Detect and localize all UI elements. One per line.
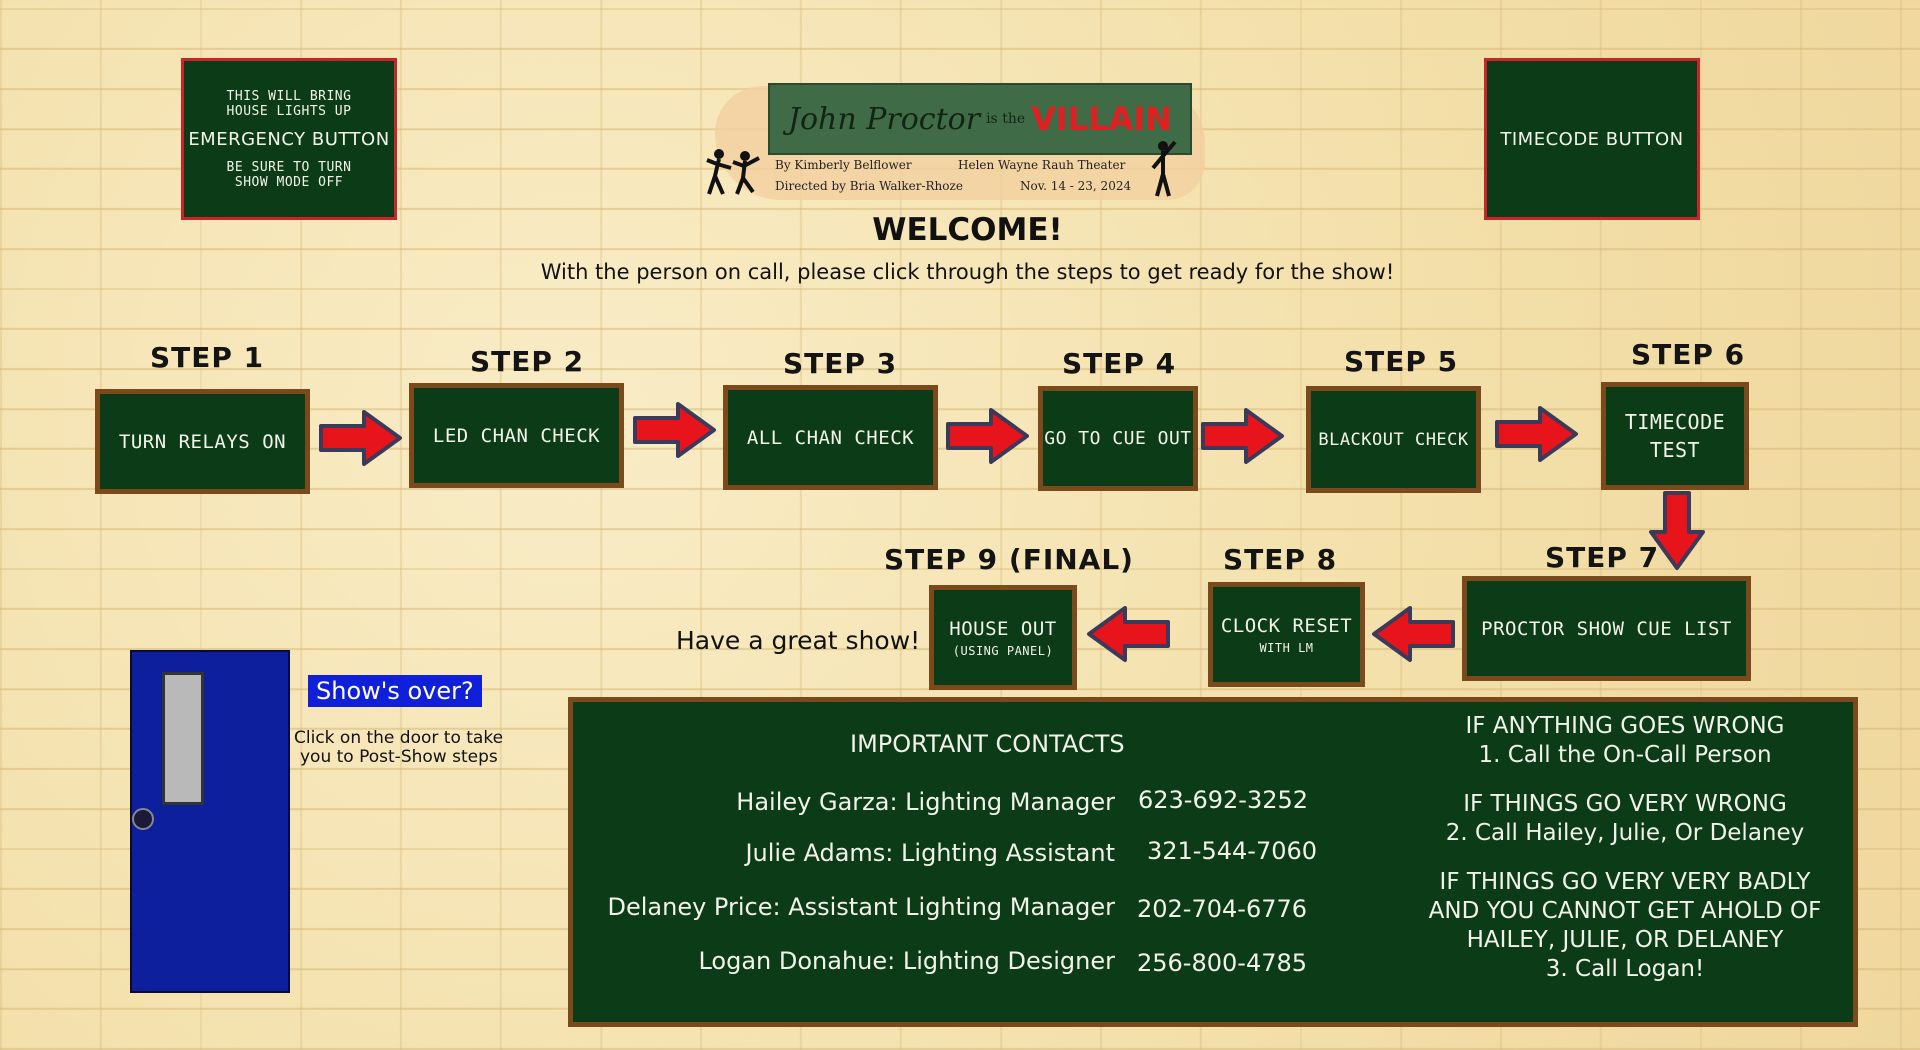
step-9-button-label: HOUSE OUT <box>949 617 1057 640</box>
arrow-down-icon <box>1649 491 1705 570</box>
step-8-button[interactable]: CLOCK RESET WITH LM <box>1208 582 1365 687</box>
arrow-left-icon <box>1372 606 1455 662</box>
welcome-title: WELCOME! <box>872 212 1063 248</box>
poster-banner: John Proctor is the VILLAIN <box>768 83 1192 155</box>
poster-title-a: John Proctor <box>787 101 981 137</box>
emergency-note-1: THIS WILL BRING <box>226 88 352 104</box>
door[interactable] <box>130 650 290 993</box>
timecode-button[interactable]: TIMECODE BUTTON <box>1484 58 1700 220</box>
step-2-button[interactable]: LED CHAN CHECK <box>409 383 624 488</box>
step-7-button[interactable]: PROCTOR SHOW CUE LIST <box>1462 576 1751 681</box>
door-knob <box>132 808 154 830</box>
poster-dates: Nov. 14 - 23, 2024 <box>1020 179 1132 193</box>
contact-phone-2: 321-544-7060 <box>1147 837 1318 865</box>
step-7-button-label: PROCTOR SHOW CUE LIST <box>1481 617 1732 640</box>
step-9-button-sub: (USING PANEL) <box>952 643 1054 658</box>
wrong3-action: 3. Call Logan! <box>1545 956 1705 982</box>
step-1-button[interactable]: TURN RELAYS ON <box>95 389 310 494</box>
arrow-right-icon <box>946 408 1029 464</box>
wrong3-title: IF THINGS GO VERY VERY BADLY <box>1439 869 1811 895</box>
shows-over-line-1: Click on the door to take <box>294 728 504 748</box>
poster-director: Directed by Bria Walker-Rhoze <box>775 179 963 193</box>
wrong1-action: 1. Call the On-Call Person <box>1478 742 1772 768</box>
step-9-label: STEP 9 (FINAL) <box>884 543 1134 576</box>
step-9-button[interactable]: HOUSE OUT (USING PANEL) <box>929 585 1077 690</box>
wrong1-title: IF ANYTHING GOES WRONG <box>1465 713 1785 739</box>
contact-phone-4: 256-800-4785 <box>1137 949 1308 977</box>
contacts-board: IMPORTANT CONTACTS Hailey Garza: Lightin… <box>568 697 1858 1027</box>
wrong2-title: IF THINGS GO VERY WRONG <box>1463 791 1787 817</box>
step-1-button-label: TURN RELAYS ON <box>118 430 287 453</box>
poster-venue: Helen Wayne Rauh Theater <box>958 158 1126 172</box>
step-8-button-sub: WITH LM <box>1259 640 1314 655</box>
poster-title-b: is the <box>986 111 1026 127</box>
contact-name-4: Logan Donahue: Lighting Designer <box>698 947 1115 975</box>
contact-name-1: Hailey Garza: Lighting Manager <box>736 788 1115 816</box>
timecode-button-label: TIMECODE BUTTON <box>1500 128 1684 150</box>
step-4-label: STEP 4 <box>1062 347 1177 380</box>
emergency-note-4: SHOW MODE OFF <box>234 174 344 190</box>
poster-silhouette-right <box>1151 140 1177 197</box>
contact-name-2: Julie Adams: Lighting Assistant <box>745 839 1115 867</box>
step-8-button-label: CLOCK RESET <box>1220 614 1353 637</box>
shows-over-badge: Show's over? <box>308 675 482 707</box>
step-3-label: STEP 3 <box>783 347 898 380</box>
step-3-button[interactable]: ALL CHAN CHECK <box>723 385 938 490</box>
step-8-label: STEP 8 <box>1223 543 1338 576</box>
arrow-right-icon <box>633 402 716 458</box>
shows-over-line-2: you to Post-Show steps <box>300 747 498 767</box>
wrong3-line-3: HAILEY, JULIE, OR DELANEY <box>1466 927 1784 953</box>
welcome-subtitle: With the person on call, please click th… <box>540 260 1395 284</box>
step-2-label: STEP 2 <box>470 345 585 378</box>
wrong2-action: 2. Call Hailey, Julie, Or Delaney <box>1445 820 1805 846</box>
contact-phone-1: 623-692-3252 <box>1138 786 1309 814</box>
contact-phone-3: 202-704-6776 <box>1137 895 1308 923</box>
emergency-button[interactable]: THIS WILL BRING HOUSE LIGHTS UP EMERGENC… <box>181 58 397 220</box>
wrong3-line-2: AND YOU CANNOT GET AHOLD OF <box>1428 898 1822 924</box>
step-2-button-label: LED CHAN CHECK <box>432 424 601 447</box>
arrow-right-icon <box>319 410 402 466</box>
step-5-button-label: BLACKOUT CHECK <box>1318 429 1469 450</box>
step-6-button-label: TIMECODE TEST <box>1624 410 1726 462</box>
step-5-label: STEP 5 <box>1344 345 1459 378</box>
emergency-note-3: BE SURE TO TURN <box>226 159 352 175</box>
contact-name-3: Delaney Price: Assistant Lighting Manage… <box>607 893 1116 921</box>
step-4-button[interactable]: GO TO CUE OUT <box>1038 386 1198 491</box>
poster-silhouette-left <box>706 149 760 195</box>
step-7-label: STEP 7 <box>1545 541 1660 574</box>
door-window <box>162 672 204 805</box>
emergency-title: EMERGENCY BUTTON <box>188 128 390 150</box>
poster-title-c: VILLAIN <box>1031 100 1173 138</box>
step-5-button[interactable]: BLACKOUT CHECK <box>1306 386 1481 493</box>
show-poster: John Proctor is the VILLAIN By Kimberly … <box>705 78 1215 200</box>
step-6-button[interactable]: TIMECODE TEST <box>1601 382 1749 490</box>
great-show-text: Have a great show! <box>676 626 921 655</box>
arrow-right-icon <box>1495 406 1578 462</box>
poster-author: By Kimberly Belflower <box>775 158 912 172</box>
arrow-right-icon <box>1201 408 1284 464</box>
step-3-button-label: ALL CHAN CHECK <box>746 426 915 449</box>
emergency-note-2: HOUSE LIGHTS UP <box>226 103 352 119</box>
arrow-left-icon <box>1087 606 1170 662</box>
step-4-button-label: GO TO CUE OUT <box>1044 428 1192 449</box>
step-6-label: STEP 6 <box>1631 338 1746 371</box>
step-1-label: STEP 1 <box>150 341 265 374</box>
contacts-title: IMPORTANT CONTACTS <box>850 730 1125 758</box>
contingency-panel: IF ANYTHING GOES WRONG 1. Call the On-Ca… <box>1405 712 1845 984</box>
